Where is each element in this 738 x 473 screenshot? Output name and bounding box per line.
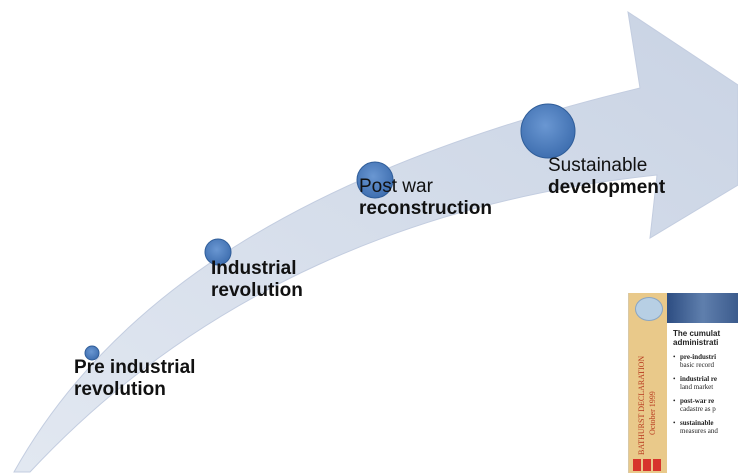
document-item-sub: measures and	[680, 427, 718, 435]
document-header-band	[667, 293, 738, 323]
stage-label-line1: Sustainable	[548, 155, 648, 176]
document-item-sub: cadastre as p	[680, 405, 716, 413]
document-item-title: industrial re	[680, 375, 718, 383]
un-emblem-icon	[635, 297, 663, 321]
document-heading-line2: administrati	[673, 338, 719, 347]
document-sidebar: BATHURST DECLARATION October 1999	[629, 293, 667, 473]
node-industrial	[204, 238, 232, 266]
document-item-sub: basic record	[680, 361, 715, 369]
document-item: pre-industri basic record	[673, 353, 738, 369]
red-stripes-decoration	[633, 459, 663, 471]
document-item-title: sustainable	[680, 419, 714, 427]
stage-label-pre-industrial: Pre industrial revolution	[74, 357, 195, 401]
stage-label-sustainable: Sustainable development	[548, 155, 665, 199]
vertical-title-block: BATHURST DECLARATION October 1999	[631, 355, 665, 455]
stage-label-line1: Industrial	[211, 258, 297, 279]
stage-label-industrial: Industrial revolution	[211, 258, 303, 302]
stage-label-line2: revolution	[211, 280, 303, 301]
stage-label-line2: revolution	[74, 379, 166, 400]
node-post-war	[356, 161, 394, 199]
bathurst-declaration-thumbnail: BATHURST DECLARATION October 1999 The cu…	[628, 293, 738, 473]
vertical-title: BATHURST DECLARATION	[637, 355, 646, 455]
stage-label-line2: development	[548, 177, 666, 198]
document-heading-line1: The cumulat	[673, 329, 721, 338]
document-item: post-war re cadastre as p	[673, 397, 738, 413]
stage-label-line1: Post war	[359, 176, 433, 197]
node-pre-industrial	[84, 345, 100, 361]
node-sustainable	[520, 103, 576, 159]
stage-label-post-war: Post war reconstruction	[359, 176, 492, 220]
document-body: The cumulat administrati pre-industri ba…	[673, 329, 738, 435]
stage-label-line1: Pre industrial	[74, 357, 196, 378]
document-item-title: post-war re	[680, 397, 715, 405]
stage-label-line2: reconstruction	[359, 198, 493, 219]
document-item-sub: land market	[680, 383, 714, 391]
vertical-date: October 1999	[648, 391, 657, 435]
document-item-title: pre-industri	[680, 353, 717, 361]
document-item: sustainable measures and	[673, 419, 738, 435]
document-item: industrial re land market	[673, 375, 738, 391]
